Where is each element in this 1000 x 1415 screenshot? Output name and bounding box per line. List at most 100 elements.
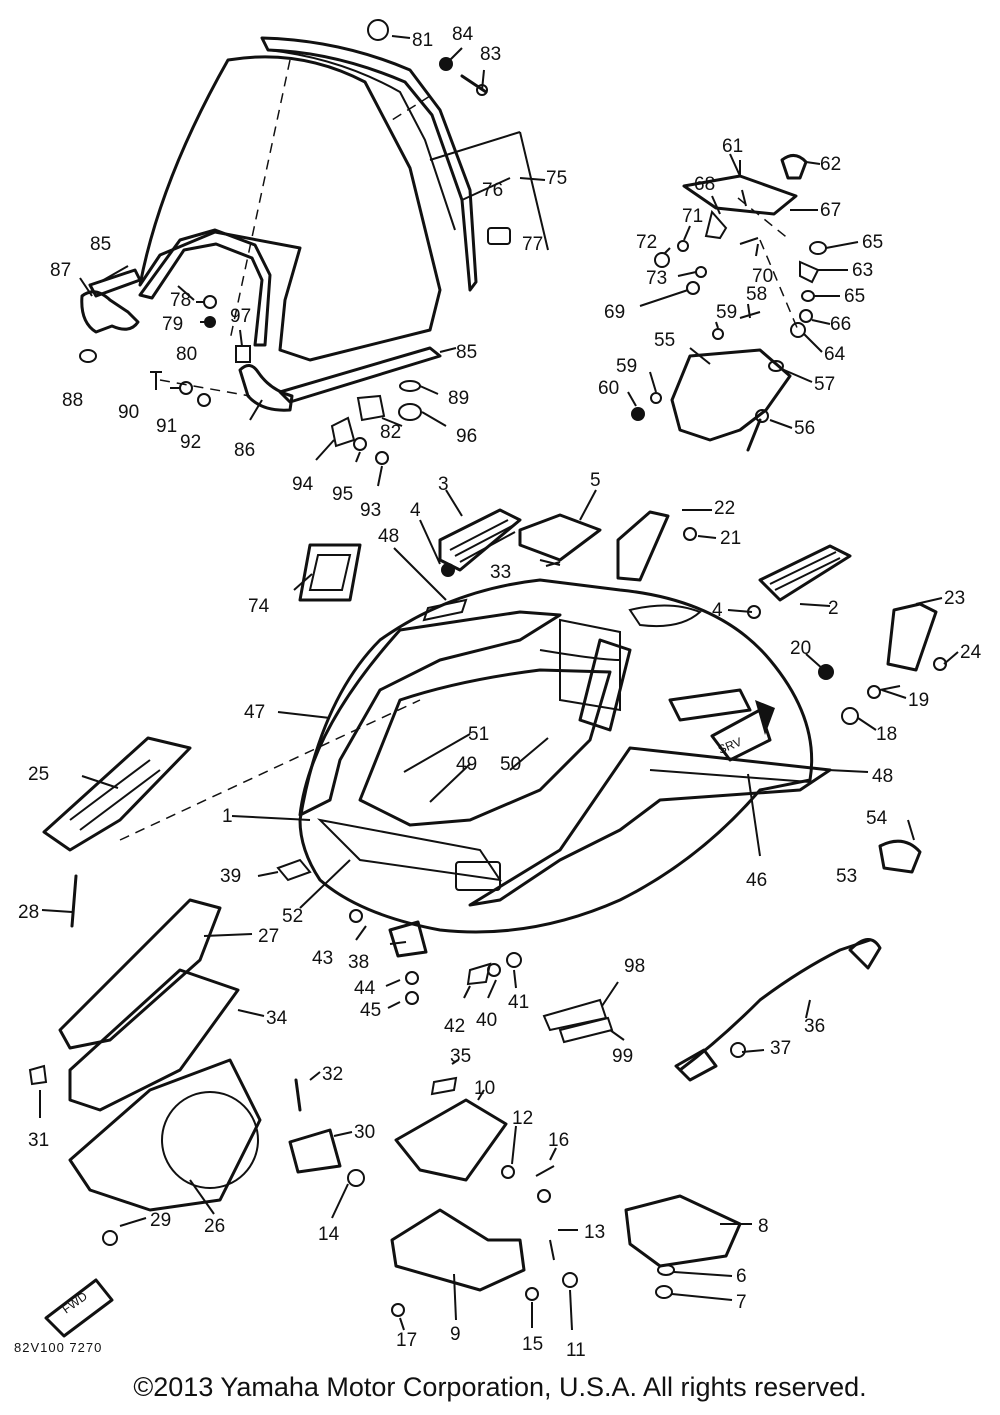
callout-88: 88 (62, 390, 83, 411)
callout-60: 60 (598, 378, 619, 399)
callout-41: 41 (508, 992, 529, 1013)
callout-31: 31 (28, 1130, 49, 1151)
callout-64: 64 (824, 344, 846, 365)
callout-45: 45 (360, 1000, 381, 1021)
windscreen-opening-49 (358, 668, 612, 827)
callout-90: 90 (118, 402, 139, 423)
copyright-notice: ©2013 Yamaha Motor Corporation, U.S.A. A… (133, 1372, 867, 1402)
callout-99: 99 (612, 1046, 633, 1067)
callout-47: 47 (244, 702, 265, 723)
callout-4b: 4 (712, 600, 723, 621)
callout-7: 7 (736, 1292, 747, 1313)
duct-27 (58, 898, 222, 1050)
callout-57: 57 (814, 374, 835, 395)
hood-side-panel-47 (298, 610, 562, 817)
callout-84: 84 (452, 24, 474, 45)
callout-48a: 48 (378, 526, 399, 547)
callout-9: 9 (450, 1324, 461, 1345)
pad-3 (438, 508, 522, 572)
callout-82: 82 (380, 422, 401, 443)
callout-92: 92 (180, 432, 201, 453)
callout-26: 26 (204, 1216, 225, 1237)
housing-26 (68, 1058, 262, 1212)
callout-53: 53 (836, 866, 857, 887)
callout-54: 54 (866, 808, 888, 829)
callout-59a: 59 (716, 302, 737, 323)
panel-10 (394, 1098, 508, 1182)
callout-77: 77 (522, 234, 543, 255)
callout-21: 21 (720, 528, 741, 549)
callout-51: 51 (468, 724, 489, 745)
callout-42: 42 (444, 1016, 465, 1037)
windshield (138, 55, 442, 362)
callout-36: 36 (804, 1016, 825, 1037)
vent-25 (42, 736, 192, 852)
callout-10: 10 (474, 1078, 495, 1099)
callout-35: 35 (450, 1046, 471, 1067)
callout-13: 13 (584, 1222, 605, 1243)
callout-17: 17 (396, 1330, 417, 1351)
callout-19: 19 (908, 690, 929, 711)
callout-28: 28 (18, 902, 39, 923)
windshield-trim-top (260, 36, 478, 292)
leader-lines (39, 35, 959, 1331)
callout-16: 16 (548, 1130, 569, 1151)
callout-14: 14 (318, 1224, 340, 1245)
callout-98: 98 (624, 956, 645, 977)
frame-74 (298, 543, 362, 602)
pad-2 (758, 544, 852, 602)
bracket-23 (886, 602, 938, 672)
callout-62: 62 (820, 154, 841, 175)
callout-40: 40 (476, 1010, 497, 1031)
callout-58: 58 (746, 284, 767, 305)
callout-22: 22 (714, 498, 735, 519)
callout-85a: 85 (90, 234, 111, 255)
hood-body: SRV (119, 578, 832, 934)
callout-66: 66 (830, 314, 851, 335)
callout-4a: 4 (410, 500, 421, 521)
bracket-86 (238, 364, 294, 412)
callout-24: 24 (960, 642, 982, 663)
hood-shell (298, 578, 814, 934)
callout-38: 38 (348, 952, 369, 973)
bracket-61 (682, 174, 798, 216)
callout-63: 63 (852, 260, 873, 281)
callout-12: 12 (512, 1108, 533, 1129)
callout-94: 94 (292, 474, 314, 495)
callout-27: 27 (258, 926, 279, 947)
callout-8: 8 (758, 1216, 769, 1237)
pad-5 (518, 513, 602, 562)
callout-85b: 85 (456, 342, 477, 363)
model-badge (710, 708, 772, 762)
callout-96: 96 (456, 426, 477, 447)
callout-39: 39 (220, 866, 241, 887)
callout-43: 43 (312, 948, 333, 969)
windshield-assembly (79, 19, 511, 465)
callout-33: 33 (490, 562, 511, 583)
callout-2: 2 (828, 598, 839, 619)
side-rail-46 (468, 746, 832, 907)
callout-29: 29 (150, 1210, 171, 1231)
lower-right-parts (390, 938, 882, 1317)
callout-20: 20 (790, 638, 811, 659)
callout-6: 6 (736, 1266, 747, 1287)
fwd-marker (44, 1278, 114, 1338)
drawing-code: 82V100 7270 (14, 1340, 102, 1355)
callout-49: 49 (456, 754, 477, 775)
callout-80: 80 (176, 344, 197, 365)
callout-32: 32 (322, 1064, 343, 1085)
callout-3: 3 (438, 474, 449, 495)
callout-68: 68 (694, 174, 715, 195)
bracket-87 (80, 290, 140, 334)
grille-22 (616, 510, 670, 582)
callout-56: 56 (794, 418, 815, 439)
lower-trim-strip (138, 228, 272, 347)
callout-87: 87 (50, 260, 71, 281)
callout-75: 75 (546, 168, 567, 189)
callout-65a: 65 (862, 232, 883, 253)
duct-34 (68, 968, 240, 1112)
callout-labels: 81 84 83 75 76 77 85 87 78 79 97 80 85 8… (14, 24, 982, 1360)
fwd-marker-text: FWD (60, 1289, 91, 1317)
callout-23: 23 (944, 588, 965, 609)
lower-left-parts: FWD (28, 736, 522, 1338)
